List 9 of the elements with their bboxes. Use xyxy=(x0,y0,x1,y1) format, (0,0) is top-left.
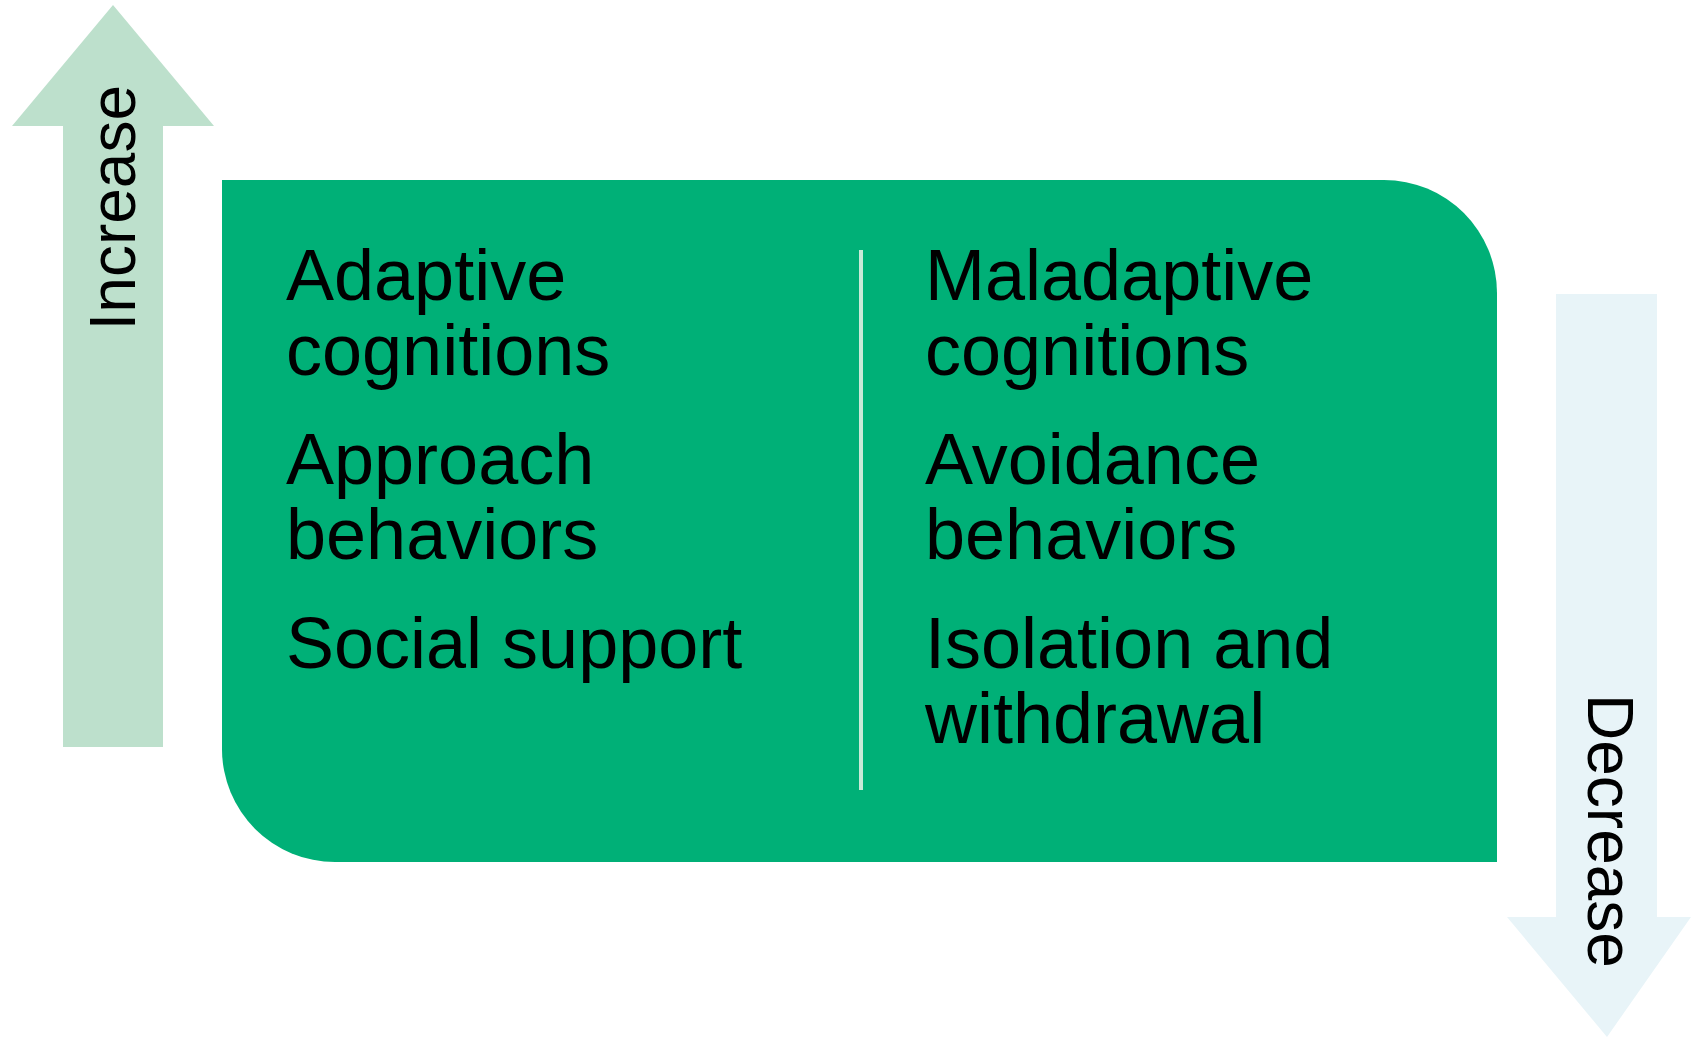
content-panel xyxy=(222,180,1497,862)
list-item-text: Approach behaviors xyxy=(286,422,600,572)
list-item-text: Adaptive cognitions xyxy=(286,238,612,388)
list-item-text: Maladaptive cognitions xyxy=(925,238,1315,388)
arrow-label: Increase xyxy=(81,85,145,331)
list-item-text: Isolation and withdrawal xyxy=(925,606,1335,756)
list-item-text: Social support xyxy=(286,606,744,681)
list-item-text: Avoidance behaviors xyxy=(925,422,1261,572)
arrow-label: Decrease xyxy=(1578,694,1642,968)
